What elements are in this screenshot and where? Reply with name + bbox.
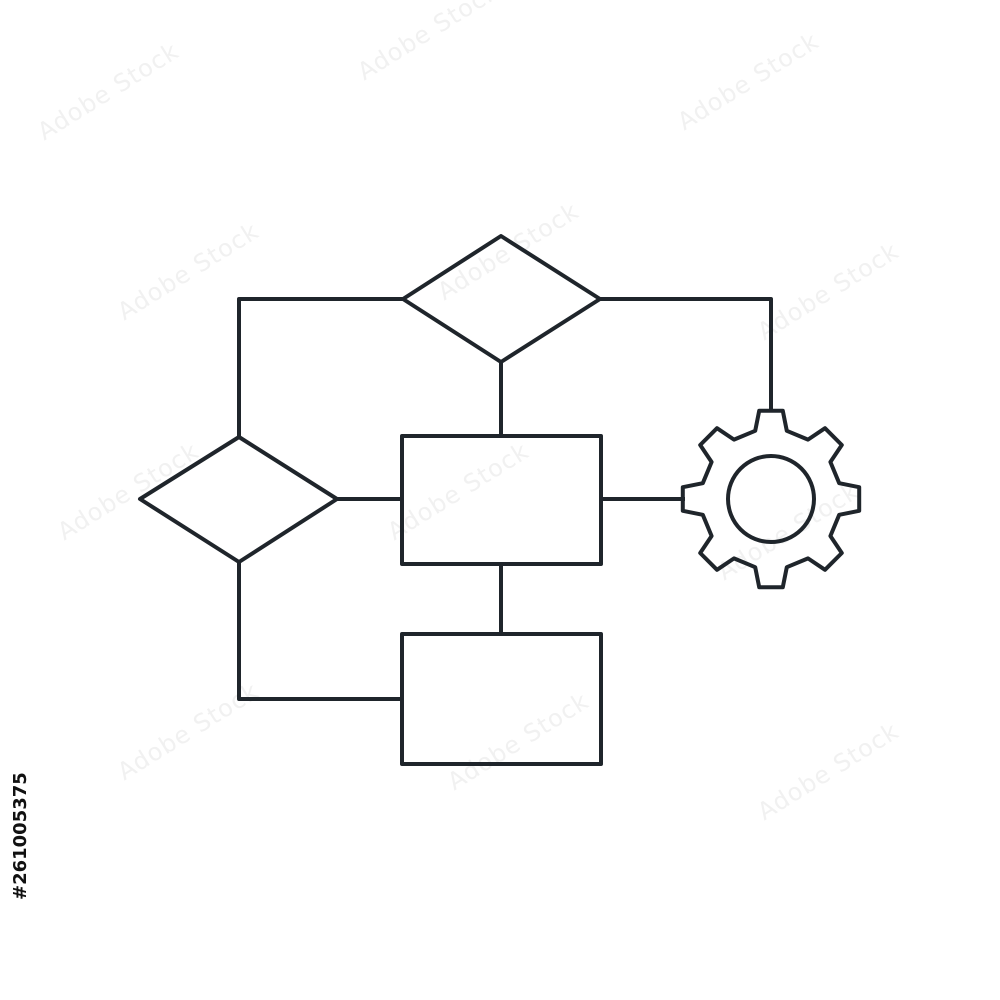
stock-id-label: #261005375	[10, 772, 31, 900]
connector-left-bottom	[237, 560, 404, 701]
connector-top-left	[237, 297, 405, 439]
gear-icon	[680, 408, 862, 590]
decision-left-diamond	[138, 435, 339, 564]
gear-hole	[726, 454, 816, 544]
connector-top-gear	[598, 297, 773, 412]
process-bottom-rectangle	[400, 632, 603, 766]
gear-outline	[680, 408, 862, 590]
process-center-rectangle	[400, 434, 603, 566]
decision-top-diamond	[401, 234, 602, 364]
